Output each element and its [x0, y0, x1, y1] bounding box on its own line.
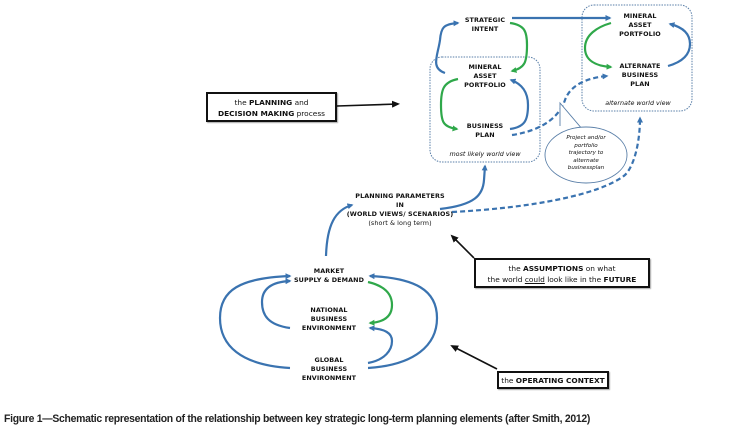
callout-bubble: [544, 126, 628, 184]
callout-pointer: [559, 101, 584, 131]
label-global-business-environment: GLOBAL BUSINESS ENVIRONMENT: [301, 356, 357, 382]
planning-box-prefix: the: [234, 98, 249, 107]
assumptions-line2-prefix: the world: [487, 275, 525, 284]
arrow-portfolio-to-intent: [435, 20, 460, 75]
assumptions-line1-bold: ASSUMPTIONS: [523, 264, 584, 273]
arrow-parameters-to-alternate-dashed: [451, 116, 643, 214]
arrow-global-to-market-outer-left: [218, 273, 292, 370]
alternate-world-view-container: [581, 4, 693, 112]
arrow-assumptions-box-to-parameters: [450, 234, 475, 259]
label-planning-parameters: PLANNING PARAMETERS IN (WORLD VIEWS/ SCE…: [346, 192, 454, 218]
most-likely-world-view-container: [429, 56, 541, 163]
context-box-bold: OPERATING CONTEXT: [515, 376, 605, 385]
planning-box-mid: and: [292, 98, 309, 107]
arrow-intent-to-portfolio: [509, 21, 529, 73]
arrow-parameters-to-most-likely: [439, 164, 488, 211]
arrow-market-to-national-green: [367, 280, 394, 326]
assumptions-box: the ASSUMPTIONS on what the world could …: [474, 258, 650, 288]
arrow-global-to-market-outer-right: [367, 273, 439, 370]
arrow-context-box-to-cluster: [450, 345, 498, 370]
operating-context-box: the OPERATING CONTEXT: [497, 371, 609, 389]
label-planning-term: (short & long term): [368, 219, 432, 227]
arrow-market-to-parameters: [324, 203, 354, 257]
planning-process-box: the PLANNING and DECISION MAKING process: [206, 92, 337, 122]
planning-box-bold1: PLANNING: [249, 98, 293, 107]
arrow-national-to-market-inner-left: [260, 278, 292, 330]
label-alternate-world-view: alternate world view: [605, 99, 671, 107]
assumptions-line1-prefix: the: [508, 264, 524, 273]
arrow-portfolio-to-plan: [439, 77, 459, 132]
label-mineral-asset-portfolio: MINERAL ASSET PORTFOLIO: [464, 63, 506, 89]
planning-box-suffix: process: [294, 109, 326, 118]
context-box-prefix: the: [501, 376, 516, 385]
arrow-plan-to-alt-plan-dashed: [511, 73, 609, 137]
arrow-plan-to-portfolio: [509, 78, 530, 131]
label-strategic-intent: STRATEGIC INTENT: [464, 16, 506, 33]
arrow-global-to-national-inner-right: [367, 325, 394, 365]
arrow-alt-portfolio-to-alt-plan: [583, 21, 613, 70]
arrow-planning-box-to-cluster: [336, 100, 400, 108]
label-alternate-mineral-asset-portfolio: MINERAL ASSET PORTFOLIO: [619, 12, 661, 38]
label-most-likely-world-view: most likely world view: [449, 150, 521, 158]
label-alternate-business-plan: ALTERNATE BUSINESS PLAN: [619, 62, 661, 88]
assumptions-line2-bold: FUTURE: [603, 275, 637, 284]
figure-caption: Figure 1—Schematic representation of the…: [4, 413, 591, 425]
planning-box-bold2: DECISION MAKING: [217, 109, 295, 118]
label-national-business-environment: NATIONAL BUSINESS ENVIRONMENT: [301, 306, 357, 332]
arrow-alt-plan-to-alt-portfolio: [667, 22, 692, 68]
label-market-supply-demand: MARKET SUPPLY & DEMAND: [293, 267, 364, 284]
callout-text: Project and/or portfolio trajectory to a…: [566, 135, 606, 171]
assumptions-line2-mid: look like in the: [544, 275, 604, 284]
label-business-plan: BUSINESS PLAN: [466, 122, 504, 139]
assumptions-line2-underlined: could: [524, 275, 545, 284]
assumptions-line1-suffix: on what: [583, 264, 616, 273]
